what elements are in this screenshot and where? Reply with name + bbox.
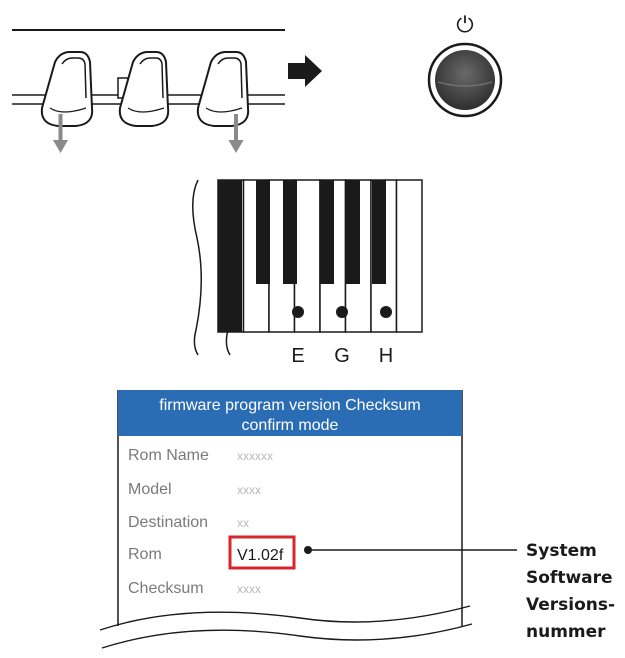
black-key <box>218 180 242 332</box>
callout-line: nummer <box>526 622 606 642</box>
press-down-arrow-icon <box>53 114 68 153</box>
display-screen: firmware program version Checksum confir… <box>99 390 473 649</box>
callout-line: Software <box>526 568 613 588</box>
callout-line: System <box>526 541 597 561</box>
callout-line: Versions- <box>526 595 616 615</box>
key-label: H <box>379 345 393 367</box>
press-down-arrow-icon <box>228 114 244 153</box>
screen-header <box>118 390 462 436</box>
screen-header-line2: confirm mode <box>242 417 339 434</box>
rom-version-highlight <box>228 535 296 570</box>
screen-row-label: Destination <box>128 514 208 531</box>
white-key <box>395 179 423 333</box>
key-label: G <box>334 345 350 367</box>
screen-row-value: xxxxxx <box>237 449 273 463</box>
pedal-left <box>40 51 94 127</box>
black-key <box>283 180 297 284</box>
key-label: E <box>291 345 304 367</box>
key-marker-dot <box>336 306 348 318</box>
black-key <box>320 180 334 284</box>
screen-row-label: Rom <box>128 546 162 563</box>
key-marker-dot <box>380 306 392 318</box>
callout-connector <box>304 546 517 554</box>
rom-version-value: V1.02f <box>237 547 284 564</box>
power-symbol: ⏻ <box>456 12 473 37</box>
pedal-unit <box>12 29 285 153</box>
power-button-icon: ⏻ <box>427 12 503 118</box>
black-key <box>346 180 360 284</box>
black-keys <box>218 180 386 332</box>
black-key <box>372 180 386 284</box>
screen-row-value: xxxx <box>237 483 261 497</box>
screen-row-label: Rom Name <box>128 447 209 464</box>
screen-row-value: xx <box>237 516 249 530</box>
key-marker-dot <box>292 306 304 318</box>
screen-row-label: Checksum <box>128 580 204 597</box>
arrow-right-icon <box>288 55 322 87</box>
key-markers <box>292 306 392 318</box>
screen-row-label: Model <box>128 481 172 498</box>
pedal-right <box>196 51 250 127</box>
screen-row-value: xxxx <box>237 582 261 596</box>
black-key <box>256 180 270 284</box>
pedal-center <box>117 51 170 127</box>
screen-header-line1: firmware program version Checksum <box>159 397 420 414</box>
system-software-version-label: System Software Versions- nummer <box>526 538 624 646</box>
